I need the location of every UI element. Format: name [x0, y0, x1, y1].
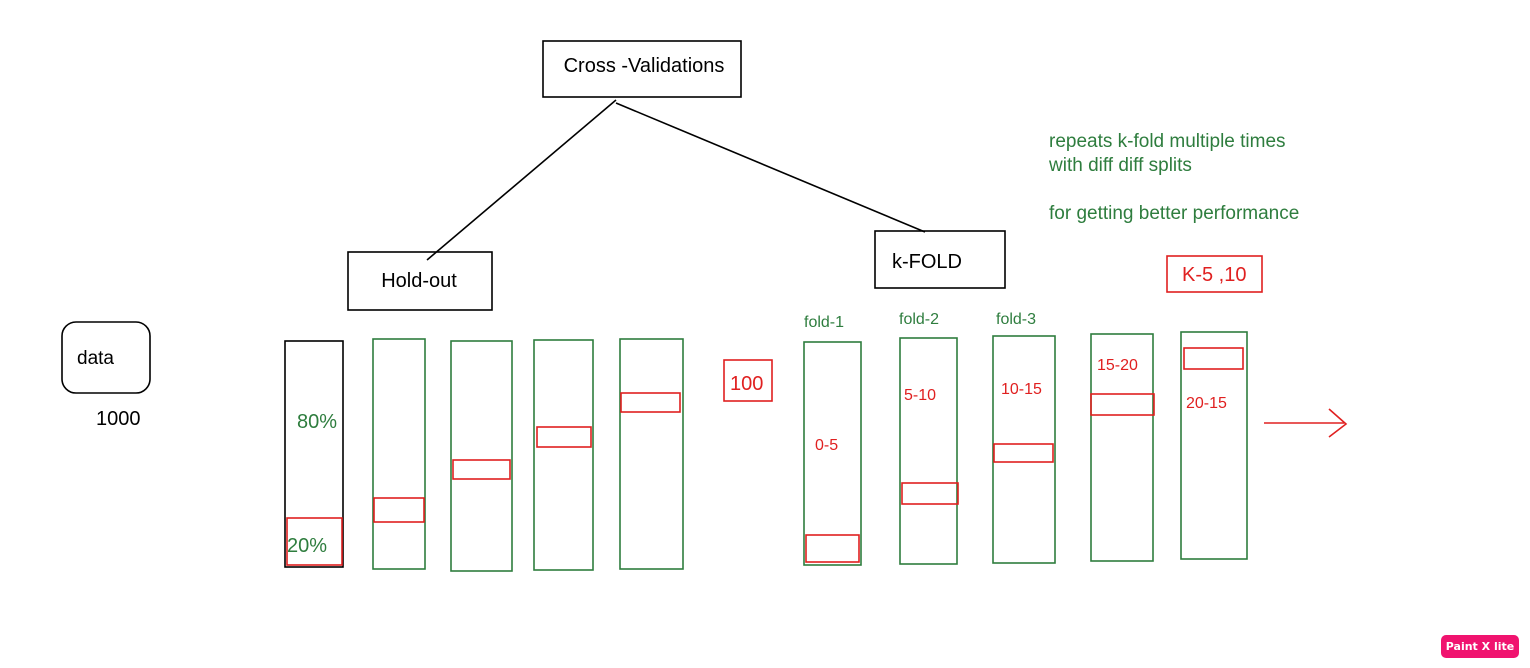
note-line: with diff diff splits	[1048, 155, 1192, 176]
fold-test-marker	[993, 443, 1054, 463]
hundred-label: 100	[730, 373, 763, 395]
test-split-box	[286, 517, 343, 566]
kfold-label: k-FOLD	[892, 251, 962, 273]
root-label: Cross -Validations	[564, 55, 725, 77]
note-line: repeats k-fold multiple times	[1049, 131, 1286, 152]
holdout-label: Hold-out	[381, 270, 457, 292]
data-label: data	[77, 348, 114, 369]
edge-root-kfold	[615, 102, 926, 233]
test-marker	[373, 497, 425, 523]
fold-range: 0-5	[815, 437, 838, 454]
fold-test-marker	[1183, 347, 1244, 370]
test-percent: 20%	[287, 535, 327, 557]
fold-column	[899, 337, 958, 565]
data-count: 1000	[96, 408, 141, 430]
fold-column	[992, 335, 1056, 564]
train-percent: 80%	[297, 411, 337, 433]
k-values-label: K-5 ,10	[1182, 264, 1246, 286]
fold-label: fold-1	[804, 314, 844, 331]
holdout-split-column	[284, 340, 344, 568]
fold-range: 20-15	[1186, 395, 1227, 412]
note-line: for getting better performance	[1049, 203, 1299, 224]
fold-label: fold-3	[996, 311, 1036, 328]
holdout-box	[347, 251, 493, 311]
test-marker	[536, 426, 592, 448]
split-column	[619, 338, 684, 570]
test-marker	[452, 459, 511, 480]
kfold-box	[874, 230, 1006, 289]
fold-test-marker	[901, 482, 959, 505]
paint-x-lite-badge: Paint X lite	[1441, 635, 1519, 658]
fold-range: 10-15	[1001, 381, 1042, 398]
arrow-right-icon	[1264, 408, 1348, 438]
data-box	[61, 321, 151, 394]
k-values-box	[1166, 255, 1263, 293]
fold-range: 5-10	[904, 387, 936, 404]
fold-test-marker	[1090, 393, 1155, 416]
edge-root-holdout	[426, 99, 617, 261]
hundred-box	[723, 359, 773, 402]
fold-label: fold-2	[899, 311, 939, 328]
split-column	[533, 339, 594, 571]
fold-test-marker	[805, 534, 860, 563]
fold-column	[1180, 331, 1248, 560]
fold-column	[803, 341, 862, 566]
fold-range: 15-20	[1097, 357, 1138, 374]
root-box	[542, 40, 742, 98]
test-marker	[620, 392, 681, 413]
split-column	[372, 338, 426, 570]
fold-column	[1090, 333, 1154, 562]
split-column	[450, 340, 513, 572]
